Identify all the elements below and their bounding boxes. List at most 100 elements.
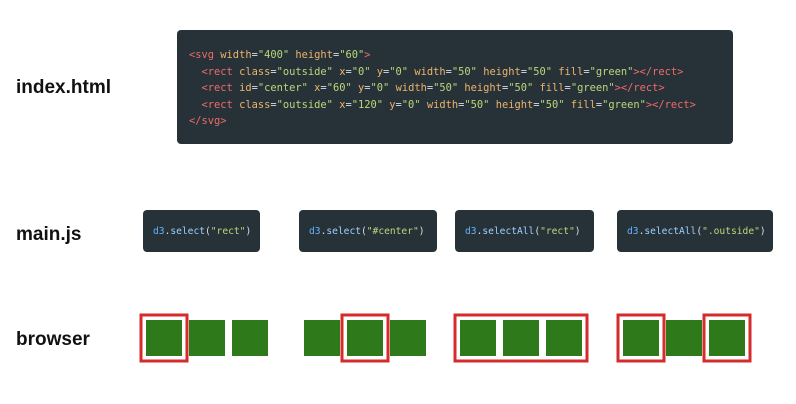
code-attr-value: "60": [326, 82, 352, 94]
js-method: selectAll: [482, 225, 535, 237]
code-line: <svg width="400" height="60">: [189, 47, 733, 64]
js-paren: ): [759, 225, 766, 237]
js-paren: ): [245, 225, 252, 237]
code-attr-name: id: [239, 82, 252, 94]
code-equals: =: [251, 82, 258, 94]
code-equals: =: [458, 98, 465, 111]
code-equals: =: [383, 65, 390, 78]
code-attr-name: width: [395, 82, 427, 94]
code-attr-name: y: [389, 98, 396, 111]
code-equals: =: [533, 98, 540, 111]
js-paren: ): [418, 225, 425, 237]
js-object: d3: [465, 225, 477, 237]
code-attr-name: y: [376, 65, 384, 78]
code-attr-name: width: [220, 49, 252, 61]
js-method: selectAll: [644, 225, 697, 237]
js-snippet-4: d3.selectAll(".outside"): [617, 210, 773, 252]
code-line: <rect class="outside" x="0" y="0" width=…: [189, 64, 733, 81]
selection-highlight: [340, 313, 390, 363]
js-argument: ".outside": [702, 225, 760, 237]
code-attr-name: fill: [539, 82, 565, 94]
browser-label: browser: [16, 329, 90, 350]
code-equals: =: [345, 98, 352, 111]
js-paren: ): [574, 225, 581, 237]
code-attr-name: x: [339, 65, 346, 78]
green-rect: [546, 320, 582, 356]
code-attr-value: "60": [339, 49, 365, 61]
js-argument: "#center": [366, 225, 419, 237]
code-attr-value: "50": [527, 65, 553, 78]
code-attr-name: class: [239, 65, 271, 78]
js-paren: (: [205, 225, 211, 237]
js-argument: "rect": [210, 225, 246, 237]
js-argument: "rect": [540, 225, 575, 237]
code-attr-name: height: [464, 82, 502, 94]
code-equals: =: [501, 82, 509, 94]
code-equals: =: [332, 49, 340, 61]
code-attr-value: "green": [589, 65, 634, 78]
code-tag: <rect: [201, 65, 233, 78]
js-dot: .: [638, 225, 645, 237]
code-attr-name: x: [339, 98, 346, 111]
green-rect: [232, 320, 268, 356]
code-tag: </svg>: [189, 115, 227, 127]
selection-highlight: [453, 313, 589, 363]
code-attr-value: "50": [508, 82, 534, 94]
code-attr-value: "50": [464, 98, 490, 111]
green-rect: [666, 320, 702, 356]
green-rect: [503, 320, 539, 356]
js-dot: .: [164, 225, 171, 237]
code-attr-name: height: [483, 65, 521, 78]
code-attr-value: "green": [570, 82, 615, 94]
selection-highlight: [139, 313, 189, 363]
code-line: <rect id="center" x="60" y="0" width="50…: [189, 80, 733, 97]
code-attr-name: width: [426, 98, 459, 111]
code-tag-close: >: [364, 49, 371, 61]
code-equals: =: [445, 65, 452, 78]
code-attr-name: x: [314, 82, 321, 94]
green-rect: [189, 320, 225, 356]
html-file-label: index.html: [16, 77, 112, 98]
js-method: select: [170, 225, 205, 237]
code-attr-value: "center": [257, 82, 308, 94]
code-tag-close: ></rect>: [614, 82, 665, 94]
selection-highlight: [616, 313, 666, 363]
code-equals: =: [251, 49, 258, 61]
code-equals: =: [364, 82, 371, 94]
code-equals: =: [426, 82, 434, 94]
code-equals: =: [564, 82, 571, 94]
code-attr-value: "50": [433, 82, 459, 94]
code-attr-value: "outside": [276, 65, 333, 78]
code-tag: <rect: [201, 98, 233, 111]
selection-highlight: [702, 313, 752, 363]
code-attr-value: "50": [451, 65, 477, 78]
js-file-label: main.js: [16, 224, 82, 245]
code-attr-value: "50": [539, 98, 565, 111]
code-attr-value: "120": [351, 98, 383, 111]
js-method: select: [326, 225, 361, 237]
code-tag: <rect: [201, 82, 233, 94]
code-attr-name: fill: [558, 65, 584, 78]
code-equals: =: [345, 65, 352, 78]
code-equals: =: [595, 98, 603, 111]
code-attr-value: "0": [351, 65, 371, 78]
html-code-panel: <svg width="400" height="60"> <rect clas…: [177, 30, 733, 144]
js-snippet-3: d3.selectAll("rect"): [455, 210, 594, 252]
green-rect: [709, 320, 745, 356]
code-equals: =: [320, 82, 327, 94]
code-attr-value: "outside": [276, 98, 333, 111]
code-attr-name: fill: [570, 98, 596, 111]
code-equals: =: [270, 65, 277, 78]
code-line: </svg>: [189, 113, 733, 130]
green-rect: [304, 320, 340, 356]
js-paren: (: [696, 225, 703, 237]
js-snippet-1: d3.select("rect"): [143, 210, 260, 252]
code-equals: =: [395, 98, 402, 111]
code-tag-close: ></rect>: [645, 98, 696, 111]
js-object: d3: [309, 225, 321, 237]
js-snippet-2: d3.select("#center"): [299, 210, 437, 252]
js-object: d3: [153, 225, 165, 237]
code-attr-value: "0": [389, 65, 409, 78]
green-rect: [623, 320, 659, 356]
code-equals: =: [583, 65, 590, 78]
